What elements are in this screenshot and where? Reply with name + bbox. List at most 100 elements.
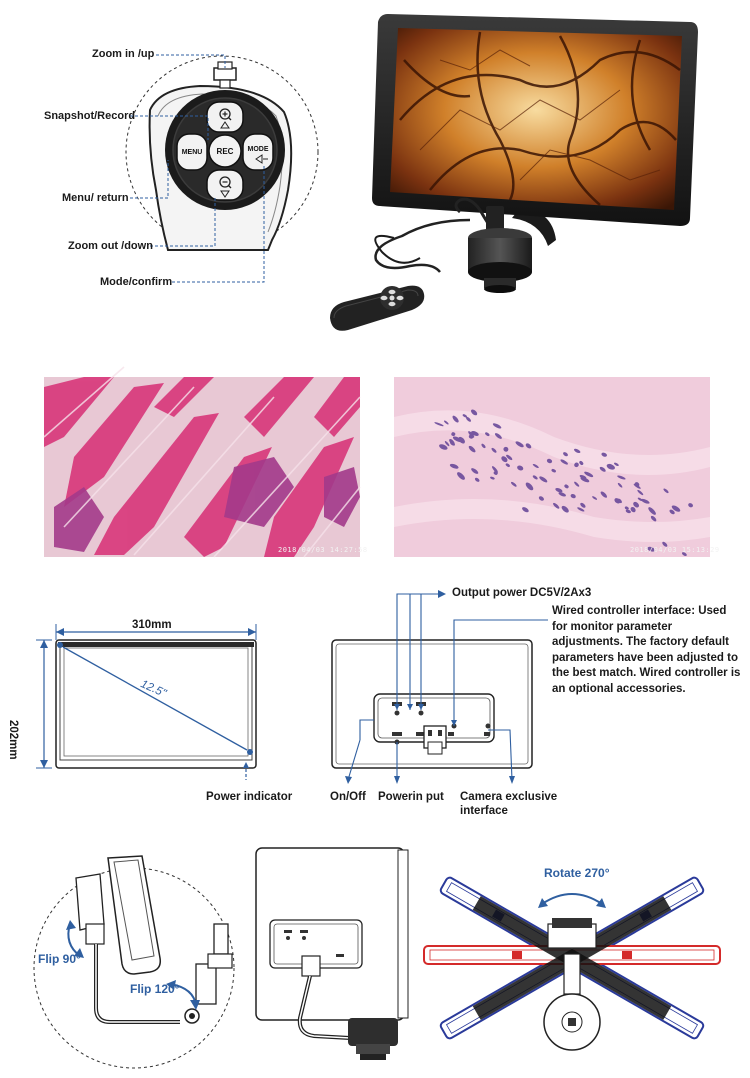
- height-dimension-label: 202mm: [7, 720, 19, 760]
- nucleus-texture: [515, 441, 524, 448]
- nucleus-texture: [449, 438, 455, 445]
- nucleus-texture: [493, 471, 498, 475]
- nucleus-texture: [558, 492, 566, 497]
- monitor-photo: [330, 14, 698, 331]
- nucleus-texture: [592, 496, 598, 500]
- flip-120-label: Flip 120°: [130, 982, 180, 996]
- snapshot-label: Snapshot/Record: [44, 110, 136, 122]
- micrograph-right-timestamp: 2018/04/03 15:13:29: [630, 546, 720, 554]
- nucleus-texture: [633, 483, 641, 489]
- nucleus-texture: [451, 432, 456, 437]
- nucleus-texture: [452, 415, 459, 423]
- nucleus-texture: [510, 481, 517, 487]
- front-dimension-drawing: [36, 590, 548, 784]
- nucleus-texture: [637, 489, 644, 496]
- nucleus-texture: [462, 414, 467, 418]
- nucleus-texture: [539, 476, 548, 483]
- nucleus-texture: [470, 409, 478, 416]
- nucleus-texture: [574, 462, 579, 468]
- nucleus-texture: [505, 463, 510, 467]
- nucleus-texture: [617, 475, 626, 480]
- nucleus-texture: [551, 468, 556, 473]
- nucleus-texture: [669, 509, 675, 515]
- nucleus-texture: [630, 506, 636, 513]
- nucleus-texture: [492, 423, 502, 429]
- nucleus-texture: [563, 452, 568, 457]
- flip-drawing: [33, 847, 721, 1069]
- nucleus-texture: [650, 515, 657, 522]
- nucleus-texture: [681, 552, 687, 557]
- nucleus-texture: [601, 452, 607, 457]
- nucleus-texture: [600, 491, 608, 498]
- nucleus-texture: [617, 482, 623, 488]
- nucleus-texture: [522, 507, 529, 513]
- nucleus-texture: [538, 496, 544, 501]
- nucleus-texture: [546, 458, 553, 464]
- nucleus-texture: [491, 447, 497, 453]
- nucleus-texture: [525, 443, 532, 449]
- wired-controller-note: Wired controller interface: Used for mon…: [552, 605, 741, 695]
- nucleus-texture: [663, 488, 669, 494]
- micrograph-left: [43, 366, 361, 558]
- nucleus-texture: [599, 466, 606, 472]
- nucleus-texture: [580, 502, 586, 508]
- nucleus-texture: [491, 466, 498, 473]
- nucleus-texture: [466, 416, 471, 422]
- nucleus-texture: [434, 422, 444, 427]
- nucleus-texture: [560, 459, 568, 465]
- camera-interface-label: Camera exclusive interface: [460, 791, 558, 817]
- nucleus-texture: [485, 432, 490, 437]
- nucleus-texture: [564, 484, 569, 489]
- nucleus-texture: [506, 454, 513, 461]
- nucleus-texture: [439, 444, 448, 450]
- nucleus-texture: [688, 503, 693, 508]
- nucleus-texture: [580, 477, 590, 483]
- nucleus-texture: [503, 446, 509, 452]
- nucleus-texture: [613, 462, 619, 467]
- nucleus-texture: [449, 463, 459, 469]
- flip-90-label: Flip 90°: [38, 952, 81, 966]
- nucleus-texture: [494, 433, 502, 439]
- nucleus-texture: [490, 476, 495, 480]
- rotate-270-label: Rotate 270°: [544, 866, 610, 880]
- controller-closeup: [125, 54, 319, 283]
- nucleus-texture: [671, 505, 681, 512]
- nucleus-texture: [584, 471, 594, 478]
- nucleus-texture: [606, 463, 615, 470]
- nucleus-texture: [553, 502, 560, 509]
- nucleus-texture: [624, 506, 629, 510]
- nucleus-texture: [525, 482, 534, 491]
- nucleus-texture: [647, 546, 655, 552]
- zoom-in-label: Zoom in /up: [92, 48, 155, 60]
- width-dimension-label: 310mm: [132, 619, 172, 631]
- nucleus-texture: [617, 498, 622, 504]
- nucleus-texture: [501, 456, 508, 463]
- nucleus-texture: [662, 541, 668, 547]
- nucleus-texture: [471, 468, 479, 474]
- output-power-label: Output power DC5V/2Ax3: [452, 587, 592, 599]
- nucleus-texture: [517, 465, 524, 471]
- nucleus-texture: [468, 445, 476, 453]
- nucleus-texture: [637, 497, 643, 501]
- power-input-label: Powerin put: [378, 791, 444, 803]
- nucleus-texture: [641, 498, 650, 504]
- menu-label: Menu/ return: [62, 192, 129, 204]
- mode-label: Mode/confirm: [100, 276, 173, 288]
- nucleus-texture: [443, 420, 449, 425]
- zoom-out-label: Zoom out /down: [68, 240, 153, 252]
- nucleus-texture: [625, 509, 631, 514]
- nucleus-texture: [532, 463, 539, 469]
- nucleus-texture: [555, 488, 563, 493]
- nucleus-texture: [633, 501, 639, 508]
- nucleus-texture: [457, 472, 465, 480]
- nucleus-texture: [481, 443, 486, 449]
- nucleus-texture: [468, 434, 474, 439]
- nucleus-texture: [577, 507, 585, 512]
- micrograph-right: [394, 377, 710, 557]
- power-indicator-label: Power indicator: [206, 791, 293, 803]
- nucleus-texture: [471, 430, 479, 437]
- nucleus-texture: [532, 475, 538, 480]
- nucleus-texture: [444, 440, 450, 447]
- nucleus-texture: [561, 505, 569, 513]
- nucleus-texture: [474, 477, 480, 482]
